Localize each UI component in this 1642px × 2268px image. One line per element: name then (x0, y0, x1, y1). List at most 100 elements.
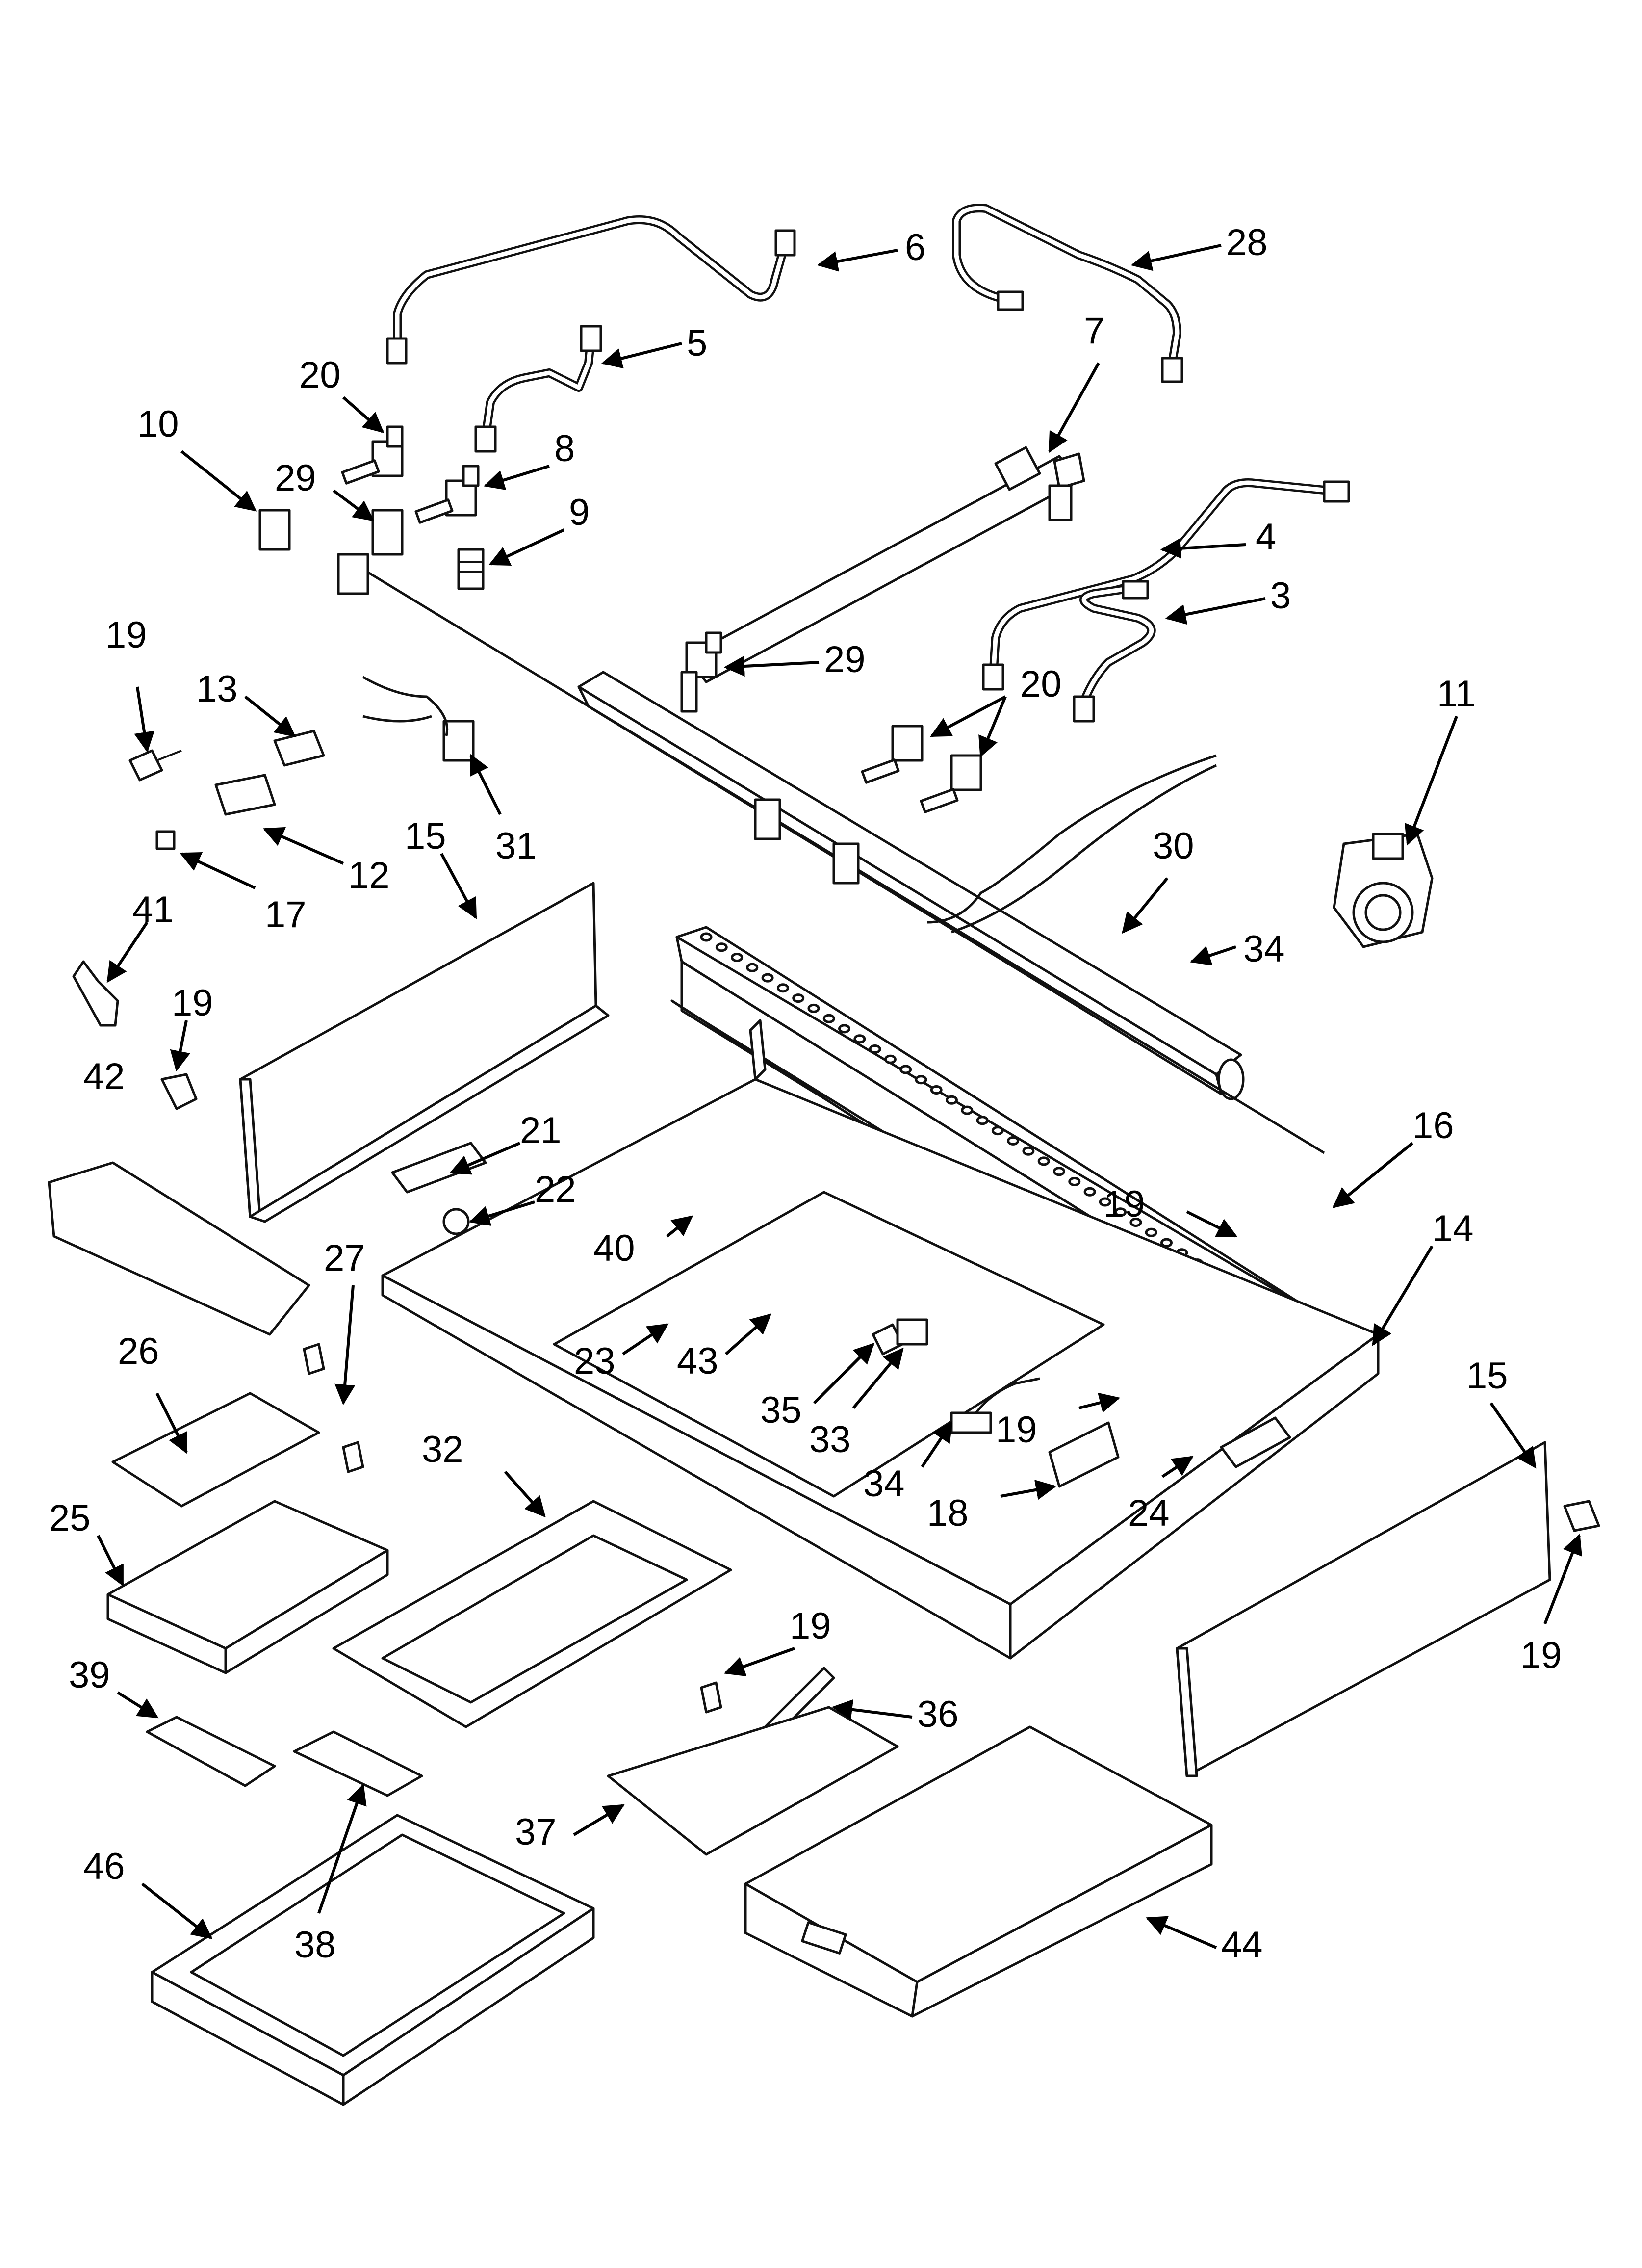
shield-37 (607, 1706, 899, 1856)
screw-27b (342, 1441, 364, 1473)
bracket-21 (391, 1142, 487, 1194)
burner-port (761, 973, 774, 983)
burner-port (792, 993, 805, 1003)
burner-port (930, 1085, 943, 1095)
bracket-43 (72, 960, 119, 1027)
callout-labels: 6 28 5 7 10 20 29 8 9 4 3 29 20 11 19 13… (49, 222, 1562, 1966)
leader-lines (97, 244, 1582, 1949)
burner-port (1160, 1238, 1173, 1248)
callout-37: 37 (515, 1811, 557, 1853)
switch-31 (442, 720, 475, 762)
burner-port (700, 932, 713, 942)
callout-31: 31 (495, 825, 537, 867)
basket-25 (106, 1500, 389, 1674)
callout-19-b: 19 (172, 982, 213, 1024)
callout-16: 16 (1412, 1105, 1454, 1147)
harness-wire-b (951, 764, 1217, 934)
shield-39 (146, 1716, 276, 1787)
callout-19-e: 19 (1520, 1635, 1562, 1676)
callout-19-c: 19 (1103, 1183, 1145, 1225)
screw-19-left-top (128, 749, 182, 782)
callout-15-left: 15 (405, 815, 446, 857)
burner-port (991, 1126, 1004, 1136)
callout-8: 8 (554, 428, 575, 469)
wire-34 (975, 1377, 1040, 1414)
burner-port (838, 1024, 850, 1034)
drawer-41 (744, 1725, 1213, 2018)
manifold-7 (685, 446, 1085, 683)
nut-17 (155, 830, 176, 850)
callout-43: 41 (132, 889, 174, 931)
burner-port (1022, 1146, 1035, 1156)
callout-33: 33 (809, 1419, 851, 1460)
burner-port (746, 963, 759, 972)
screw-19-left (160, 1073, 198, 1110)
plate-29 (371, 509, 404, 556)
switch-31-wire-b (362, 715, 432, 723)
burner-port (915, 1075, 927, 1085)
burner-port (715, 942, 728, 952)
burner-port (1068, 1177, 1081, 1186)
valve-20-right-a (861, 725, 924, 784)
plate-24 (1220, 1416, 1291, 1468)
burner-port (961, 1105, 974, 1115)
callout-27: 27 (324, 1237, 365, 1279)
burner-port (869, 1044, 881, 1054)
callout-46: 46 (83, 1846, 125, 1887)
tube-4 (982, 478, 1350, 691)
connector-34 (950, 1411, 992, 1434)
callout-20-top: 20 (299, 354, 341, 396)
callout-40: 34 (1243, 928, 1285, 970)
side-panel-15-left (239, 882, 610, 1223)
callout-3: 3 (1270, 575, 1291, 617)
callout-28: 28 (1226, 222, 1268, 263)
valve-8 (414, 465, 480, 524)
switch-31-wire (362, 676, 449, 736)
callout-23: 23 (574, 1340, 616, 1382)
callout-35: 35 (760, 1389, 802, 1431)
callout-44: 42 (83, 1056, 125, 1097)
burner-port (976, 1116, 989, 1125)
callout-5: 5 (687, 322, 707, 364)
trim-38 (293, 1730, 423, 1797)
callout-24: 24 (1128, 1492, 1170, 1534)
callout-38: 38 (294, 1924, 336, 1966)
callout-10: 10 (137, 403, 179, 445)
switch-10 (258, 509, 291, 551)
tube-3 (1073, 580, 1156, 723)
valve-20-right-b (920, 754, 982, 813)
callout-15-right: 15 (1466, 1355, 1508, 1397)
callout-41: 44 (1221, 1924, 1263, 1966)
burner-port (1114, 1207, 1127, 1217)
callout-7: 7 (1084, 310, 1104, 352)
callout-21: 21 (520, 1110, 562, 1151)
bracket-14 (273, 730, 325, 767)
burner-port (822, 1014, 835, 1023)
screw-19-bottom (700, 1681, 722, 1714)
orifice-9 (457, 548, 485, 590)
callout-19-a: 19 (105, 614, 147, 656)
burner-port (1083, 1187, 1096, 1197)
callout-12: 14 (1432, 1208, 1474, 1250)
callout-11: 11 (1437, 673, 1476, 715)
burner-port (1145, 1227, 1157, 1237)
callout-34: 34 (863, 1463, 905, 1505)
drip-pan-32 (332, 1500, 732, 1728)
burner-port (899, 1065, 912, 1074)
tube-5 (474, 325, 602, 453)
callout-30: 30 (1153, 825, 1194, 867)
burner-port (884, 1054, 897, 1064)
griddle-46 (151, 1814, 595, 2106)
burner-port (807, 1003, 820, 1013)
burner-port (731, 953, 744, 962)
screw-27a (303, 1343, 325, 1375)
callout-20-mid: 20 (1020, 663, 1062, 705)
callout-9: 9 (569, 492, 590, 533)
burner-port (946, 1095, 958, 1105)
ignition-wire (337, 553, 1325, 1154)
callout-18: 18 (927, 1492, 969, 1534)
burner-port (776, 983, 789, 993)
callout-25: 25 (49, 1497, 91, 1539)
callout-19-f: 19 (790, 1605, 831, 1647)
panel-44 (48, 1161, 310, 1336)
